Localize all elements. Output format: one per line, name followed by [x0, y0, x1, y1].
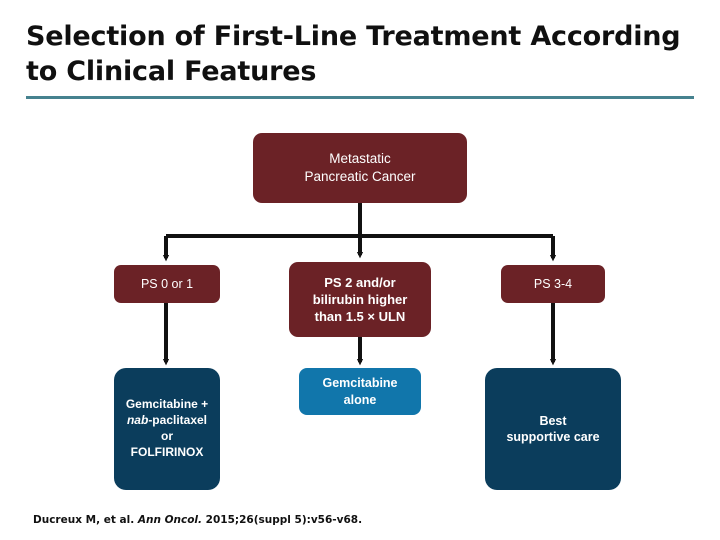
citation-details: 2015;26(suppl 5):v56-v68. [205, 514, 363, 526]
node-line: -paclitaxel [148, 413, 208, 428]
node-line: alone [343, 392, 377, 407]
node-label: PS 0 or 1 [140, 276, 194, 291]
node-best-supportive-care: Best supportive care [485, 368, 621, 490]
node-line: than 1.5 × ULN [314, 309, 406, 325]
node-line: bilirubin higher [312, 291, 408, 307]
node-line: Gemcitabine + [125, 397, 209, 412]
citation-authors: Ducreux M, et al. [33, 514, 135, 526]
node-line: PS 2 and/or [324, 274, 396, 290]
node-label: PS 3-4 [533, 276, 573, 291]
page-title: Selection of First-Line Treatment Accord… [26, 21, 681, 87]
node-ps-0-or-1: PS 0 or 1 [114, 265, 220, 303]
node-ps-2-or-bilirubin: PS 2 and/or bilirubin higher than 1.5 × … [289, 262, 431, 337]
node-line: supportive care [506, 430, 600, 444]
node-line: or [161, 429, 173, 443]
node-line: Best [539, 413, 567, 428]
node-line: Pancreatic Cancer [304, 169, 416, 184]
node-metastatic-pancreatic-cancer: Metastatic Pancreatic Cancer [253, 133, 467, 203]
title-divider [26, 96, 694, 99]
node-line: FOLFIRINOX [130, 444, 204, 459]
node-gemcitabine-alone: Gemcitabine alone [299, 368, 421, 415]
node-line: Metastatic [329, 151, 391, 167]
node-line-italic: nab [126, 413, 149, 428]
node-ps-3-4: PS 3-4 [501, 265, 605, 303]
citation-journal: Ann Oncol. [137, 514, 203, 526]
citation: Ducreux M, et al. Ann Oncol. 2015;26(sup… [33, 514, 362, 526]
node-line: Gemcitabine [322, 376, 398, 390]
node-gemcitabine-nab-paclitaxel-or-folfirinox: Gemcitabine + nab-paclitaxel or FOLFIRIN… [114, 368, 220, 490]
